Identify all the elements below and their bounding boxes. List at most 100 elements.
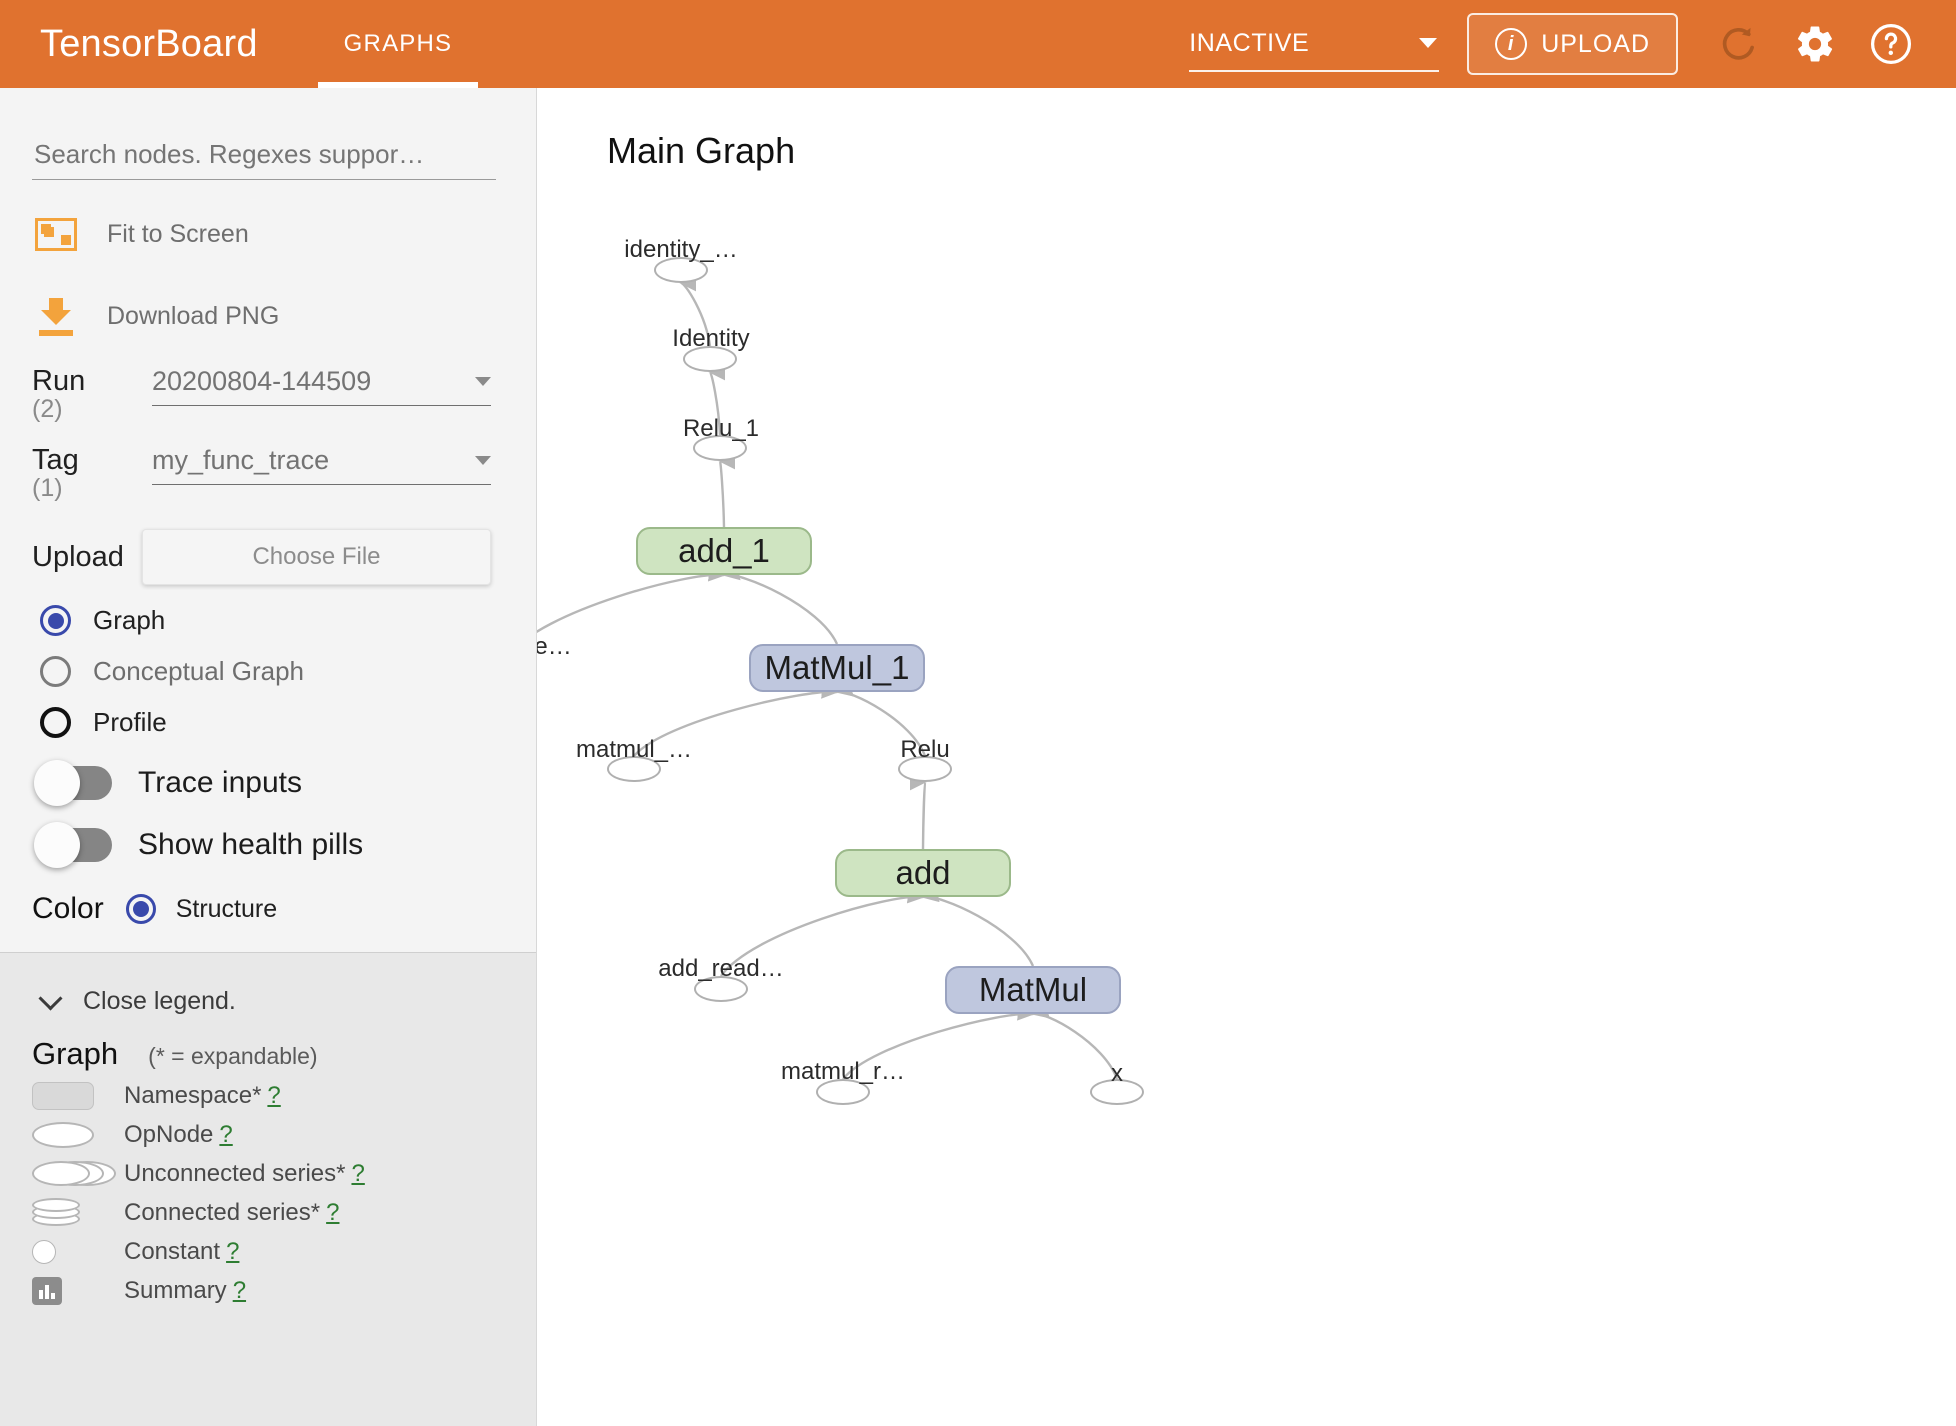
radio-structure-icon[interactable] (125, 894, 156, 925)
upload-button-label: UPLOAD (1541, 29, 1650, 58)
tag-value: my_func_trace (152, 444, 330, 475)
refresh-icon[interactable] (1708, 13, 1770, 75)
legend-item-connected-series: Connected series*? (0, 1197, 536, 1228)
graph-edge (633, 682, 839, 757)
opnode-glyph-icon (32, 1121, 124, 1148)
download-icon (35, 296, 77, 336)
graph-node-Relu[interactable] (898, 756, 952, 782)
graph-node-identity_out[interactable] (654, 257, 708, 283)
search-input[interactable] (32, 138, 496, 171)
radio-graph[interactable]: Graph (0, 605, 536, 637)
help-icon[interactable] (1860, 13, 1922, 75)
graph-node-label-matmul_read1: matmul_… (575, 736, 693, 763)
graph-node-label-matmul_read: matmul_r… (780, 1058, 906, 1085)
legend-item-label: Namespace*? (124, 1081, 281, 1109)
radio-conceptual-graph[interactable]: Conceptual Graph (0, 656, 536, 688)
tag-label-group: Tag (1) (32, 443, 142, 501)
sidebar: Fit to Screen Download PNG Run (2) 20200… (0, 88, 537, 1426)
tag-label: Tag (32, 443, 79, 476)
fit-to-screen-label: Fit to Screen (107, 219, 249, 248)
legend-item-namespace: Namespace*? (0, 1080, 536, 1111)
download-png-label: Download PNG (107, 301, 280, 330)
page-title: Main Graph (607, 130, 796, 171)
header-right-group: INACTIVE i UPLOAD (1189, 0, 1956, 88)
graph-node-add[interactable]: add (835, 849, 1011, 897)
run-select[interactable]: 20200804-144509 (152, 366, 491, 406)
toggle-show-health-pills-switch[interactable] (34, 822, 112, 869)
graph-node-label-Relu: Relu (900, 736, 950, 763)
graph-node-MatMul_1[interactable]: MatMul_1 (749, 644, 925, 692)
tag-select[interactable]: my_func_trace (152, 445, 491, 485)
radio-conceptual-graph-icon (40, 656, 71, 688)
close-legend-button[interactable]: Close legend. (0, 986, 536, 1016)
graph-node-label-identity_out: identity_… (624, 236, 738, 263)
legend-hint: (* = expandable) (148, 1043, 318, 1070)
graph-node-add_read[interactable] (694, 976, 748, 1002)
tag-field: Tag (1) my_func_trace (0, 443, 536, 501)
radio-graph-icon (40, 605, 71, 637)
run-label-group: Run (2) (32, 366, 142, 423)
legend-panel: Close legend. Graph (* = expandable) Nam… (0, 953, 536, 1426)
connected-series-glyph-icon (32, 1197, 124, 1228)
legend-item-label: Summary? (124, 1276, 247, 1304)
graph-edge (835, 680, 927, 757)
app-brand: TensorBoard (40, 22, 258, 65)
graph-edge (537, 564, 726, 634)
sidebar-divider (0, 952, 536, 954)
graph-node-MatMul[interactable]: MatMul (945, 966, 1121, 1014)
graph-node-label-add_read: add_read… (658, 955, 784, 982)
constant-glyph-icon (32, 1239, 124, 1264)
graph-node-Identity[interactable] (683, 346, 737, 372)
help-link[interactable]: ? (226, 1237, 240, 1265)
run-status-dropdown[interactable]: INACTIVE (1189, 16, 1440, 72)
upload-label: Upload (32, 541, 124, 574)
graph-node-matmul_read1[interactable] (607, 756, 661, 782)
graph-edge (718, 453, 736, 528)
unconnected-series-glyph-icon (32, 1160, 124, 1188)
help-link[interactable]: ? (219, 1120, 233, 1148)
chevron-down-icon (475, 455, 491, 465)
run-status-label: INACTIVE (1189, 28, 1310, 57)
graph-node-matmul_read[interactable] (816, 1079, 870, 1105)
close-legend-label: Close legend. (83, 987, 236, 1016)
run-field: Run (2) 20200804-144509 (0, 366, 536, 423)
graph-node-label-x: x (1111, 1060, 1123, 1087)
graph-edge (921, 885, 1035, 967)
toggle-show-health-pills-label: Show health pills (138, 828, 364, 862)
graph-node-x[interactable] (1090, 1079, 1144, 1105)
help-link[interactable]: ? (351, 1159, 365, 1187)
toggle-show-health-pills[interactable]: Show health pills (0, 822, 536, 869)
legend-item-opnode: OpNode? (0, 1119, 536, 1150)
help-link[interactable]: ? (267, 1081, 281, 1109)
help-link[interactable]: ? (232, 1276, 247, 1304)
toggle-trace-inputs-label: Trace inputs (138, 766, 302, 800)
legend-item-label: Connected series*? (124, 1198, 340, 1226)
toggle-trace-inputs[interactable]: Trace inputs (0, 760, 536, 807)
graph-node-add_1[interactable]: add_1 (636, 527, 812, 575)
download-png-button[interactable]: Download PNG (30, 288, 536, 344)
color-label: Color (32, 892, 104, 926)
run-value: 20200804-144509 (152, 366, 372, 396)
choose-file-button[interactable]: Choose File (142, 529, 491, 586)
help-link[interactable]: ? (326, 1198, 340, 1226)
graph-node-Relu_1[interactable] (693, 435, 747, 461)
graph-edge (708, 363, 726, 436)
gear-icon[interactable] (1784, 13, 1846, 75)
toggle-trace-inputs-switch[interactable] (34, 760, 112, 807)
legend-title: Graph (32, 1036, 119, 1072)
legend-item-label: OpNode? (124, 1120, 233, 1148)
search-field-wrapper[interactable] (32, 138, 496, 180)
fit-to-screen-button[interactable]: Fit to Screen (30, 206, 536, 262)
legend-item-unconnected-series: Unconnected series*? (0, 1158, 536, 1189)
tab-graphs[interactable]: GRAPHS (317, 0, 479, 88)
radio-profile[interactable]: Profile (0, 707, 536, 739)
upload-button[interactable]: i UPLOAD (1467, 13, 1678, 75)
legend-item-label: Unconnected series*? (124, 1159, 365, 1187)
color-setting: Color Structure (0, 892, 536, 926)
run-count: (2) (32, 395, 63, 424)
graph-node-label-add_1_read: add_1_re… (537, 633, 572, 660)
app-header: TensorBoard GRAPHS INACTIVE i UPLOAD (0, 0, 1956, 88)
run-label: Run (32, 365, 86, 397)
graph-edge (842, 1003, 1035, 1080)
